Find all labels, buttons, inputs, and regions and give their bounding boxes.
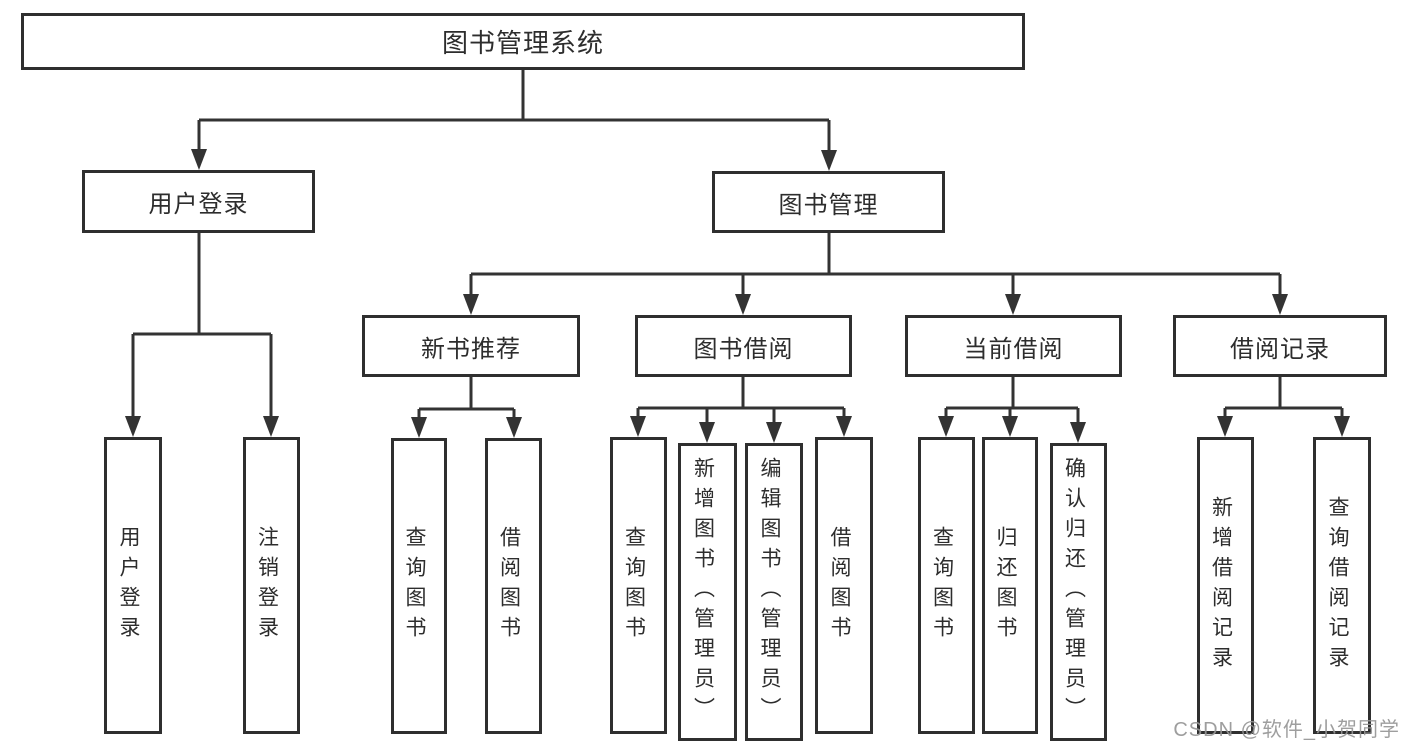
node-label: 借阅图书 xyxy=(828,525,851,646)
node-label: 新书推荐 xyxy=(421,335,521,363)
csdn-watermark: CSDN @软件_小贺同学 xyxy=(1173,719,1400,741)
leaf-records-add-borrow-record: 新增借阅记录 xyxy=(1197,437,1254,734)
node-label: 查询图书 xyxy=(622,525,646,646)
arrowhead xyxy=(506,417,522,438)
arrowhead xyxy=(699,422,715,443)
leaf-current-return-book: 归还图书 xyxy=(982,437,1038,734)
node-label: 查询图书 xyxy=(930,525,954,646)
arrowhead xyxy=(191,149,207,170)
node-borrow-records: 借阅记录 xyxy=(1173,315,1387,377)
arrowhead xyxy=(1002,416,1018,437)
node-user-login: 用户登录 xyxy=(82,170,315,233)
leaf-borrow-borrow-book: 借阅图书 xyxy=(815,437,873,734)
node-label: 用户登录 xyxy=(148,191,249,218)
node-label: 图书管理系统 xyxy=(441,28,604,58)
leaf-borrow-query-book: 查询图书 xyxy=(610,437,667,734)
leaf-current-query-book: 查询图书 xyxy=(918,437,975,734)
arrowhead xyxy=(938,416,954,437)
arrowhead xyxy=(1334,416,1350,437)
arrowhead xyxy=(125,416,141,437)
arrowhead xyxy=(1005,294,1021,315)
leaf-logout-login: 注销登录 xyxy=(243,437,300,734)
arrowhead xyxy=(766,422,782,443)
node-label: 图书借阅 xyxy=(693,335,794,363)
tree-branch-lines xyxy=(131,70,1344,425)
node-label: 查询图书 xyxy=(403,526,426,646)
leaf-newbook-borrow-book: 借阅图书 xyxy=(485,438,542,734)
arrowhead xyxy=(463,294,479,315)
node-current-borrow: 当前借阅 xyxy=(905,315,1122,377)
arrowhead xyxy=(1272,294,1288,315)
node-label: 注销登录 xyxy=(255,525,279,646)
arrowhead xyxy=(836,416,852,437)
node-label: 确认归还（管理员） xyxy=(1062,457,1086,727)
arrowheads xyxy=(125,149,1350,443)
node-label: 用户登录 xyxy=(117,525,140,646)
leaf-newbook-query-book: 查询图书 xyxy=(391,438,447,734)
arrowhead xyxy=(630,416,646,437)
node-label: 图书管理 xyxy=(778,191,879,219)
leaf-borrow-edit-book-admin: 编辑图书（管理员） xyxy=(745,443,803,741)
arrowhead xyxy=(735,294,751,315)
node-label: 归还图书 xyxy=(994,525,1017,646)
node-label: 借阅记录 xyxy=(1230,335,1330,363)
leaf-borrow-add-book-admin: 新增图书（管理员） xyxy=(678,443,737,741)
arrowhead xyxy=(821,150,837,171)
node-label: 当前借阅 xyxy=(963,335,1064,363)
node-label: 新增图书（管理员） xyxy=(691,457,715,727)
node-label: 查询借阅记录 xyxy=(1326,495,1349,676)
arrowhead xyxy=(411,417,427,438)
node-label: 新增借阅记录 xyxy=(1209,495,1233,676)
node-label: 编辑图书（管理员） xyxy=(758,457,781,727)
arrowhead xyxy=(1070,422,1086,443)
leaf-user-login: 用户登录 xyxy=(104,437,162,734)
arrowhead xyxy=(1217,416,1233,437)
node-new-book-recommend: 新书推荐 xyxy=(362,315,580,377)
node-book-management: 图书管理 xyxy=(712,171,945,233)
node-label: 借阅图书 xyxy=(497,526,521,646)
node-root: 图书管理系统 xyxy=(21,13,1025,70)
arrowhead xyxy=(263,416,279,437)
leaf-current-confirm-return-admin: 确认归还（管理员） xyxy=(1050,443,1107,741)
leaf-records-query-borrow-record: 查询借阅记录 xyxy=(1313,437,1371,734)
node-book-borrow: 图书借阅 xyxy=(635,315,852,377)
